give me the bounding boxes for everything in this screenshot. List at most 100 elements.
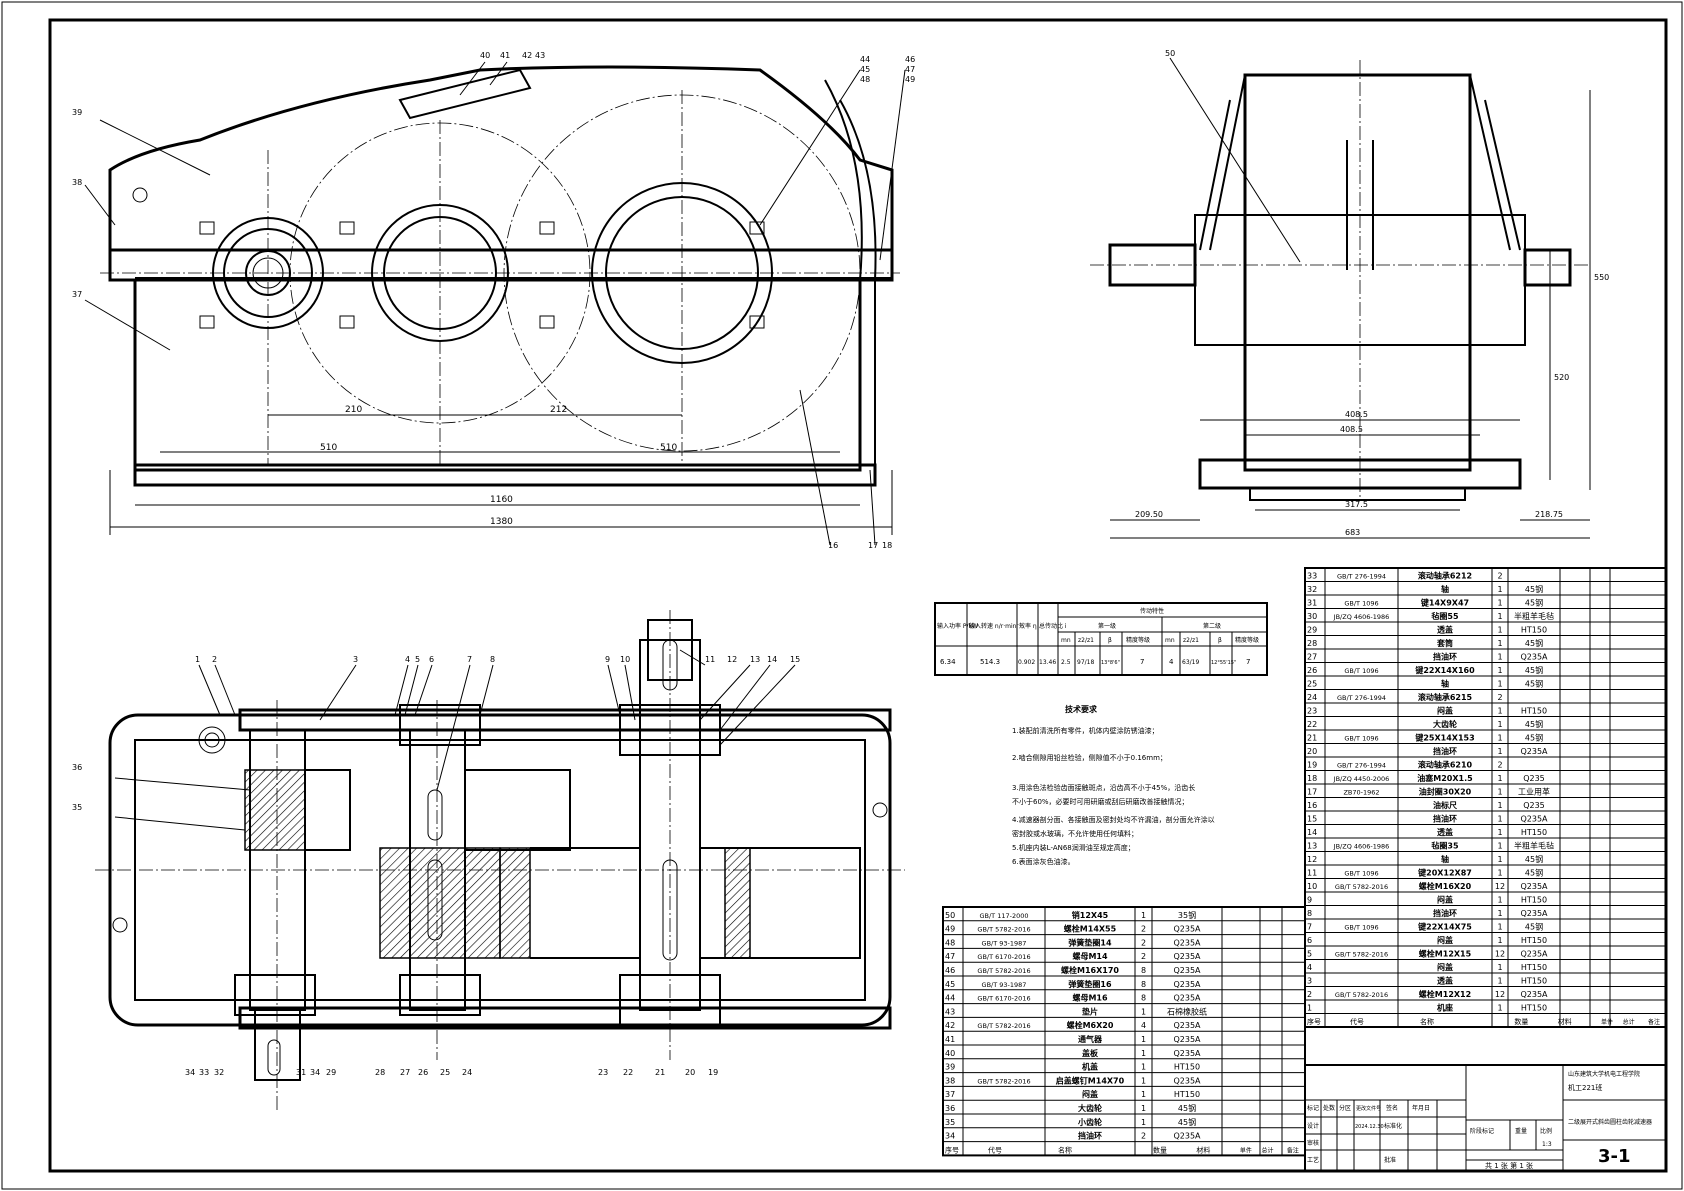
bom-left-bom-code: GB/T 5782-2016 [977,926,1030,934]
side-view [1090,57,1591,539]
bom-right-bom-code: GB/T 1096 [1344,667,1378,675]
bom-right-bom-qty: 1 [1497,963,1502,972]
bom-left-bom-no: 36 [945,1104,955,1113]
bom-right-bom-no: 28 [1307,639,1317,648]
tb-scale: 1:3 [1542,1141,1552,1148]
bom-right-bom-no: 33 [1307,572,1317,581]
bom-right-bom-qty: 1 [1497,909,1502,918]
bom-left-footer-label: 总计 [1262,1146,1274,1154]
callout-t3: 3 [353,655,358,664]
bom-right-bom-name: 挡油环 [1433,908,1457,918]
bom-left-footer-label: 名称 [1058,1145,1072,1154]
bom-right-bom-no: 18 [1307,774,1317,783]
tb-label-change: 更改文件号 [1356,1105,1381,1112]
tb-label-mark: 标记 [1307,1104,1319,1112]
bom-left-bom-name: 弹簧垫圈16 [1068,979,1112,989]
param-sh-5: mn [1165,637,1175,644]
tb-weight: 重量 [1515,1127,1527,1135]
bom-right-bom-qty: 1 [1497,585,1502,594]
bom-right-bom-mat: HT150 [1521,1004,1547,1013]
callout-t29: 29 [326,1068,336,1077]
callout-t20: 20 [685,1068,695,1077]
callout-t28: 28 [375,1068,385,1077]
bom-left-bom-code: GB/T 5782-2016 [977,1022,1030,1030]
bom-right-bom-no: 23 [1307,707,1317,716]
bom-right-bom-qty: 1 [1497,855,1502,864]
bom-right-footer-label: 备注 [1648,1018,1660,1026]
bom-right-bom-no: 12 [1307,855,1317,864]
param-v-speed: 514.3 [980,658,1000,666]
bom-right-bom-no: 30 [1307,612,1317,621]
callout-t10: 10 [620,655,630,664]
bom-left-bom-qty: 1 [1141,1035,1146,1044]
bom-right-bom-mat: HT150 [1521,963,1547,972]
dim-side-4: 317.5 [1345,500,1368,509]
bom-right-bom-qty: 1 [1497,1004,1502,1013]
bom-left-bom-name: 启盖螺钉M14X70 [1056,1075,1125,1085]
bom-right-bom-code: GB/T 1096 [1344,924,1378,932]
bom-left-bom-name: 销12X45 [1072,910,1109,920]
tech-line-8: 6.表面涂灰色油漆。 [1012,857,1075,866]
callout-t32: 32 [214,1068,224,1077]
title-block [1304,1064,1667,1172]
bom-right-bom-mat: 45钢 [1525,719,1543,729]
callout-t34: 34 [185,1068,195,1077]
param-v-ratio: 13.46 [1039,659,1056,666]
callout-18: 18 [882,541,892,550]
tech-requirements: 技术要求 1.装配前清洗所有零件，机体内壁涂防锈油漆； 2.啮合侧隙用铅丝检验，… [1012,704,1215,866]
bom-right-bom-mat: Q235A [1520,950,1548,959]
params-table-text: 输入功率 P/kW 输入转速 n/r·min⁻¹ 效率 η 总传动比 i 传动特… [937,607,1259,666]
front-callouts [84,61,906,546]
bom-right-bom-no: 1 [1307,1004,1312,1013]
bom-left-bom-code: GB/T 5782-2016 [977,1077,1030,1085]
front-view [100,65,900,535]
bom-right-bom-name: 套筒 [1436,638,1453,648]
dim-front-1: 210 [345,405,362,415]
bom-right-bom-qty: 1 [1497,774,1502,783]
bom-right-bom-no: 9 [1307,896,1312,905]
bom-right-bom-name: 螺栓M12X15 [1419,949,1472,959]
bom-right-bom-code: GB/T 1096 [1344,870,1378,878]
bom-right-bom-qty: 12 [1495,950,1505,959]
bom-right-bom-qty: 1 [1497,734,1502,743]
param-v-power: 6.34 [940,658,956,666]
bom-left-bom-qty: 4 [1141,1021,1146,1030]
bom-right-bom-mat: HT150 [1521,936,1547,945]
bom-left-bom-no: 39 [945,1063,955,1072]
bom-right-bom-mat: 45钢 [1525,679,1543,689]
param-h-eff: 效率 η [1019,622,1037,630]
bom-right-bom-qty: 1 [1497,815,1502,824]
param-v-b1: 13°8'6" [1101,660,1120,666]
bom-right-footer-label: 单件 [1601,1018,1613,1026]
bom-right-bom-no: 24 [1307,693,1317,702]
bom-left-bom-no: 42 [945,1021,955,1030]
bom-right-bom-no: 20 [1307,747,1317,756]
param-v-mn1: 2.5 [1061,659,1071,666]
bom-right-bom-mat: 45钢 [1525,584,1543,594]
bom-right-bom-mat: Q235A [1520,653,1548,662]
bom-left-bom-qty: 1 [1141,1090,1146,1099]
bom-right-bom-qty: 1 [1497,599,1502,608]
dim-side-2: 408.5 [1345,410,1368,419]
bom-right-bom-code: GB/T 276-1994 [1337,694,1386,702]
bom-left-bom-code: GB/T 6170-2016 [977,995,1030,1003]
bom-left-bom-mat: Q235A [1173,938,1201,947]
params-table [934,602,1268,676]
tb-label-sign: 签名 [1386,1104,1398,1112]
bom-right-bom-mat: Q235 [1523,774,1545,783]
bom-left-bom-qty: 8 [1141,980,1146,989]
bom-right-bom-mat: Q235A [1520,882,1548,891]
bom-right-bom-qty: 1 [1497,828,1502,837]
bom-right-bom-no: 26 [1307,666,1317,675]
bom-right-bom-qty: 12 [1495,990,1505,999]
callout-45: 45 [860,65,870,74]
bom-right-bom-name: 键22X14X160 [1414,665,1475,675]
bom-right-bom-mat: Q235A [1520,815,1548,824]
bom-right-bom-name: 毡圈35 [1430,841,1459,851]
callout-t25: 25 [440,1068,450,1077]
bom-right-bom-qty: 1 [1497,666,1502,675]
callout-t1: 1 [195,655,200,664]
bom-right-footer-label: 数量 [1514,1017,1528,1026]
